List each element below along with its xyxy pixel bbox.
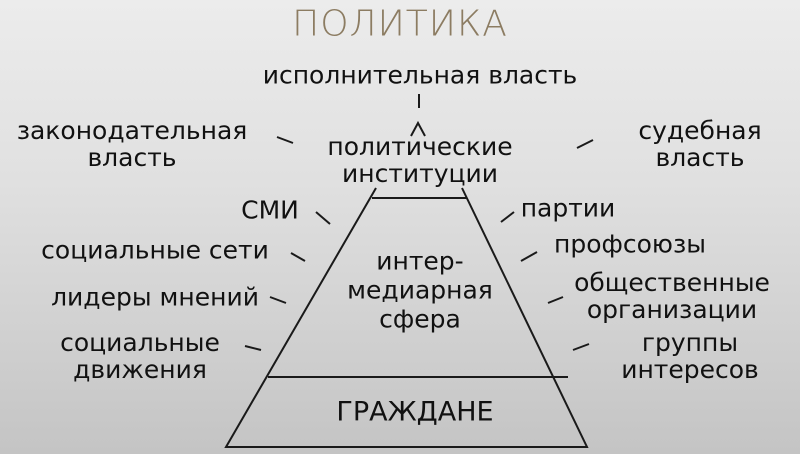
label-judicial: судебная власть xyxy=(638,117,761,171)
label-interest-groups: группы интересов xyxy=(621,329,759,383)
label-line: социальные xyxy=(60,328,220,357)
label-line: интер- xyxy=(376,246,464,276)
label-executive: исполнительная власть xyxy=(262,60,578,90)
label-legislative: законодательная власть xyxy=(17,117,248,171)
label-line: законодательная xyxy=(16,116,248,145)
connector-smi xyxy=(315,211,331,225)
label-citizens: ГРАЖДАНЕ xyxy=(336,396,494,428)
connector-parties xyxy=(500,211,515,223)
label-line: движения xyxy=(73,355,207,384)
label-line: медиарная xyxy=(347,275,493,305)
label-public-organizations: общественные организации xyxy=(574,269,770,323)
label-line: власть xyxy=(655,143,745,172)
connector-opinion xyxy=(269,296,287,304)
connector-groups xyxy=(572,343,590,351)
label-parties: партии xyxy=(520,193,616,223)
pyramid-outline xyxy=(224,187,589,448)
connector-unions xyxy=(520,251,538,262)
label-social-networks: социальные сети xyxy=(41,235,269,265)
connector-social-nets xyxy=(290,252,306,262)
arrow-up xyxy=(410,120,426,137)
label-line: институции xyxy=(341,159,499,188)
label-line: сфера xyxy=(379,304,461,334)
connector-orgs xyxy=(547,296,564,304)
label-line: власть xyxy=(87,143,177,172)
label-opinion-leaders: лидеры мнений xyxy=(51,282,259,312)
label-political-institutions: политические институции xyxy=(327,133,512,187)
label-line: организации xyxy=(586,295,758,324)
connector-right-top xyxy=(576,139,594,149)
label-unions: профсоюзы xyxy=(553,229,707,259)
connector-movements xyxy=(244,345,262,351)
label-intermediary-sphere: интер- медиарная сфера xyxy=(347,247,493,334)
label-media: СМИ xyxy=(241,195,299,225)
connector-left-top xyxy=(276,136,294,144)
label-line: группы xyxy=(641,328,739,357)
label-social-movements: социальные движения xyxy=(60,329,220,383)
label-line: судебная xyxy=(638,116,762,145)
page-title: ПОЛИТИКА xyxy=(292,3,508,45)
label-line: политические xyxy=(327,132,513,161)
label-line: общественные xyxy=(574,268,770,297)
label-line: интересов xyxy=(621,355,759,384)
